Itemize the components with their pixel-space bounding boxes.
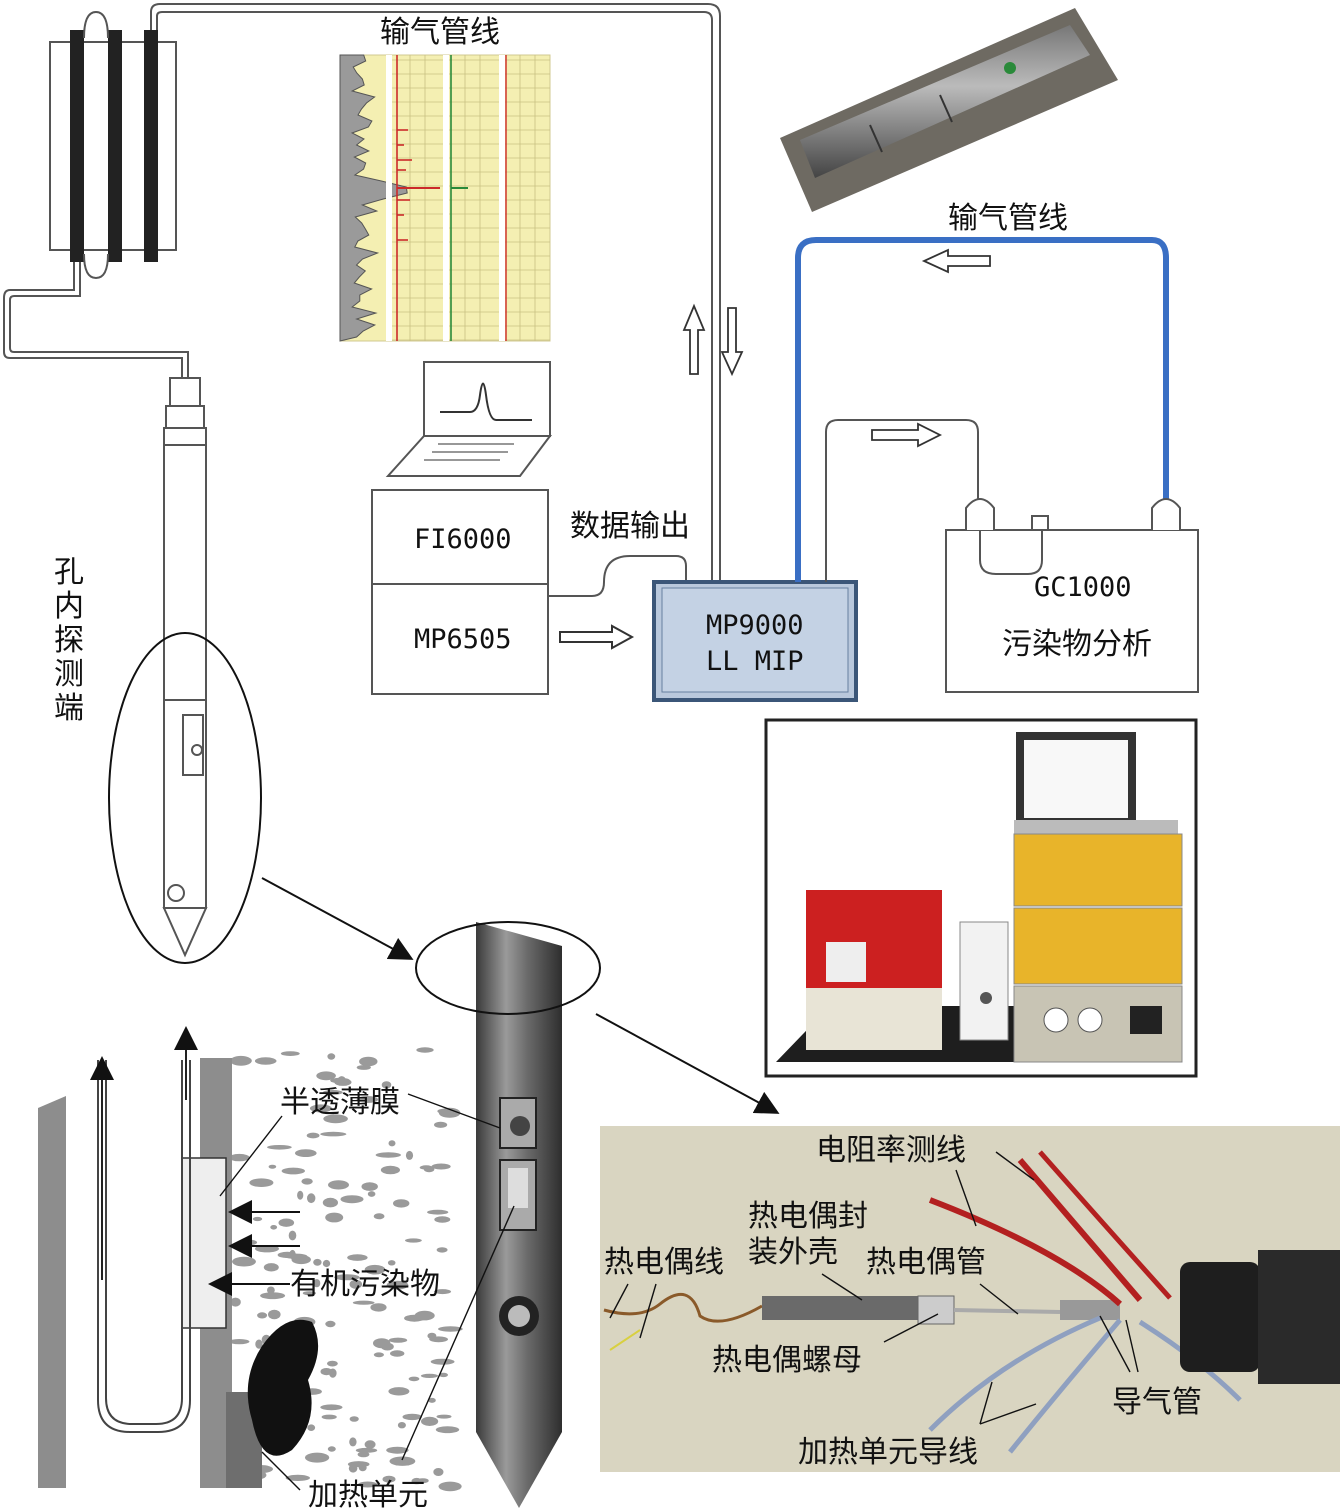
gas-line-mip-gc [825,419,979,582]
label-fi6000: FI6000 [414,524,512,555]
data-output-cable [548,555,687,597]
equipment-photo [764,718,1198,1078]
label-mp6505: MP6505 [414,624,512,655]
probe-end-char: 探 [54,623,84,658]
label-membrane: 半透薄膜 [280,1085,400,1120]
label-tc-housing-2: 装外壳 [748,1235,838,1270]
components-photo [600,1126,1340,1472]
gas-line-top [150,3,721,580]
label-data-output: 数据输出 [570,509,690,544]
zoom-arrow-1 [261,877,414,960]
label-mip-line1: MP9000 [706,610,804,641]
fi6000-mp6505-unit [371,489,549,695]
probe-highlight-ellipse [108,632,262,964]
label-gas-line-top: 输气管线 [380,15,500,50]
mip-controller [652,580,858,702]
label-tc-housing-1: 热电偶封 [748,1199,868,1234]
arrow-left-gas [921,248,991,274]
enlarged-probe [476,922,562,1508]
label-tc-nut: 热电偶螺母 [712,1343,862,1378]
probe-photo [780,8,1118,212]
label-heater-wire: 加热单元导线 [798,1435,978,1470]
borehole-section [38,1026,463,1492]
label-organic: 有机污染物 [290,1267,440,1302]
label-tc-tube: 热电偶管 [866,1245,986,1280]
zoom-arrow-2 [595,1013,780,1114]
arrow-right-gas [871,422,943,448]
label-gas-line-right: 输气管线 [948,201,1068,236]
label-gc-line2: 污染物分析 [1002,627,1152,662]
probe-end-char: 孔 [54,555,84,590]
leader-heater [401,1205,515,1461]
probe-end-char: 测 [54,657,84,692]
component-leaders [609,1151,1139,1425]
label-tc-wire: 热电偶线 [604,1245,724,1280]
arrow-down-gas [720,307,744,377]
gas-line-blue [795,237,1169,582]
label-resistivity: 电阻率测线 [816,1133,966,1168]
leader-membrane [407,1093,501,1129]
log-chart [339,54,551,342]
gc1000-analyzer [945,498,1199,693]
label-mip-line2: LL MIP [706,646,804,677]
probe-end-char: 端 [54,691,84,726]
enlarged-probe-ellipse [415,921,601,1015]
probe-end-char: 内 [54,589,84,624]
label-gas-tube: 导气管 [1112,1385,1202,1420]
label-heater: 加热单元 [308,1478,428,1512]
laptop [385,361,552,477]
arrow-up-gas [682,303,706,375]
cable-reel [49,10,177,280]
downhole-probe [162,377,208,958]
label-gc-line1: GC1000 [1034,572,1132,603]
arrow-to-mip [559,624,635,650]
probe-cable [3,262,189,380]
